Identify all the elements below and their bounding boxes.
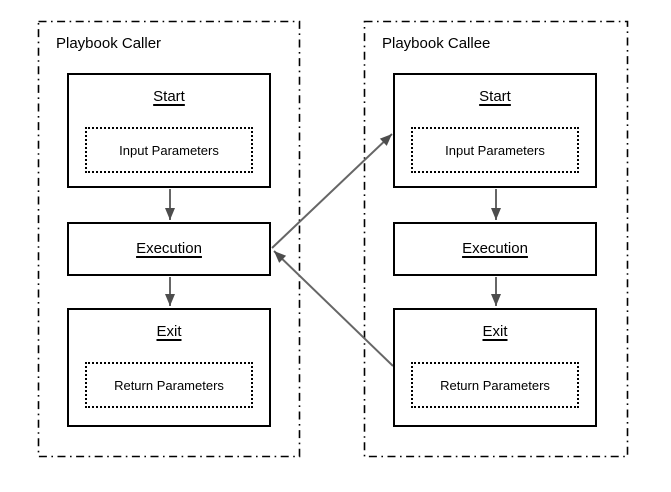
param-label: Return Parameters [114, 377, 224, 393]
caller-execution-to-callee-start-arrow [271, 133, 393, 249]
callee-start-node: Start Input Parameters [393, 73, 597, 188]
group-playbook-callee: Playbook Callee Start Input Parameters E… [364, 21, 628, 457]
group-title: Playbook Callee [382, 35, 491, 52]
callee-group-border [363, 20, 629, 458]
node-title: Start [153, 88, 185, 105]
caller-input-parameters-box: Input Parameters [85, 127, 253, 173]
node-title: Execution [136, 240, 202, 257]
callee-input-parameters-box: Input Parameters [411, 127, 579, 173]
callee-execution-node: Execution [393, 222, 597, 276]
node-title: Start [479, 88, 511, 105]
node-title: Exit [156, 323, 182, 340]
node-title: Exit [482, 323, 508, 340]
callee-exit-to-caller-execution-arrow [273, 250, 394, 367]
node-title: Execution [462, 240, 528, 257]
caller-group-border [37, 20, 301, 458]
param-label: Input Parameters [445, 142, 545, 158]
callee-exit-node: Exit Return Parameters [393, 308, 597, 427]
callee-return-parameters-box: Return Parameters [411, 362, 579, 408]
param-label: Return Parameters [440, 377, 550, 393]
caller-execution-node: Execution [67, 222, 271, 276]
caller-start-node: Start Input Parameters [67, 73, 271, 188]
param-label: Input Parameters [119, 142, 219, 158]
group-title: Playbook Caller [56, 35, 162, 52]
caller-exit-node: Exit Return Parameters [67, 308, 271, 427]
group-playbook-caller: Playbook Caller Start Input Parameters E… [38, 21, 300, 457]
caller-return-parameters-box: Return Parameters [85, 362, 253, 408]
